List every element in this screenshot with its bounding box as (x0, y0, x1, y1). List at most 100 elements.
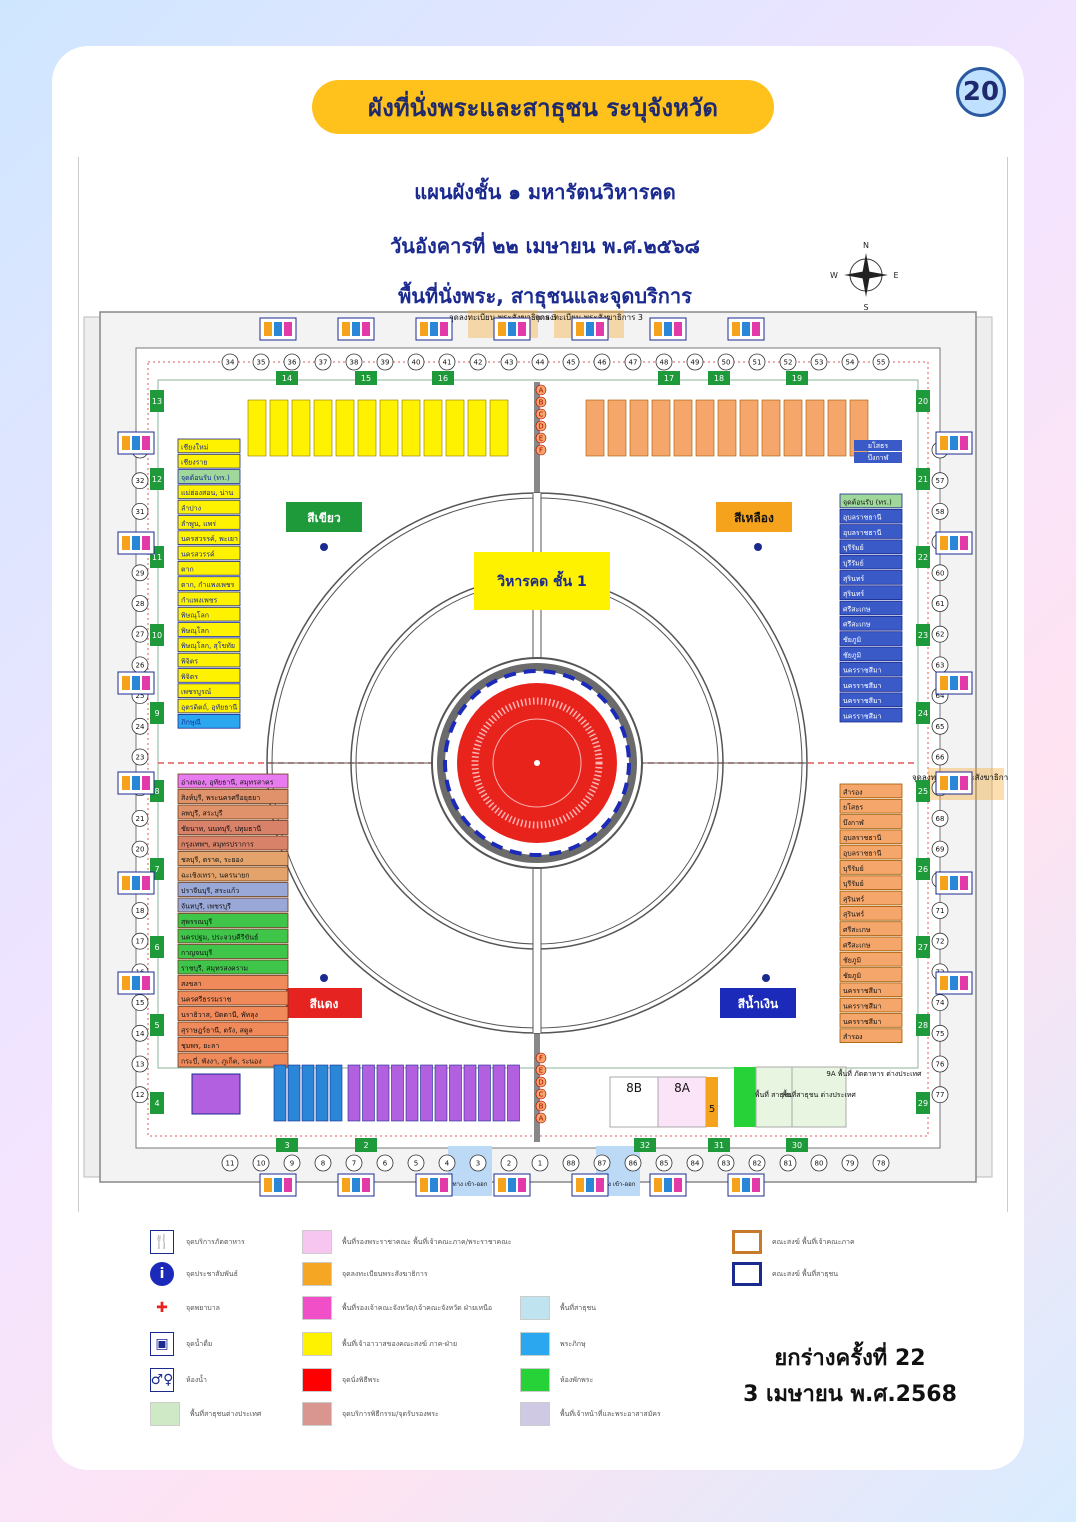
section-tag (150, 1014, 164, 1036)
legend-swatch (150, 1402, 180, 1426)
seat-column (717, 399, 737, 457)
province-seat-label: นครราชสีมา (843, 987, 882, 995)
legend-label: พื้นที่เจ้าหน้าที่และพระอาสาสมัคร (560, 1409, 661, 1418)
restroom-icon (493, 317, 531, 341)
row-letter: F (539, 1055, 543, 1063)
province-seat (839, 493, 903, 509)
block-8a-label: 8A (674, 1081, 691, 1095)
section-tag (276, 1138, 298, 1152)
gate-number-label: 15 (136, 999, 145, 1007)
province-seat-label: สุรินทร์ (843, 895, 864, 903)
seat-column (489, 399, 509, 457)
gate-number-label: 87 (598, 1160, 607, 1168)
legend-swatch (732, 1262, 762, 1286)
gate-number (655, 353, 673, 371)
gate-number (779, 1154, 797, 1172)
restroom-icon (649, 317, 687, 341)
legend-swatch (302, 1262, 332, 1286)
row-letter: C (539, 411, 544, 419)
gate-number (131, 994, 149, 1011)
gate-number-label: 2 (507, 1160, 511, 1168)
province-seat-label: ภิกษุณี (181, 719, 201, 727)
restroom-icon (571, 1173, 609, 1197)
restroom-icon (935, 531, 973, 555)
compass-e: E (893, 271, 898, 280)
seat-column (247, 399, 267, 457)
page-number-text: 20 (962, 77, 1000, 107)
svg-text:สีน้ำเงิน: สีน้ำเงิน (738, 994, 779, 1011)
legend-label: จุดบริการพิธีกรรม/จุดรับรองพระ (342, 1409, 439, 1418)
gate-number-label: 60 (936, 569, 945, 577)
section-tag (916, 702, 930, 724)
province-seat (177, 820, 289, 835)
province-seat-label: กระบี่, พังงา, ภูเก็ต, ระนอง (181, 1057, 262, 1066)
draft-line-1: ยกร่างครั้งที่ 22 (774, 1346, 926, 1371)
province-seat-label: อุตรดิตถ์, อุทัยธานี (181, 703, 237, 711)
zone-center-label: วิหารคด ชั้น 1 (474, 552, 610, 610)
province-seat (177, 789, 289, 804)
province-seat-label: อ่างทอง, อุทัยธานี, สมุทรสาคร (181, 779, 274, 787)
block-8a (657, 1076, 707, 1128)
province-seat-label: บุรีรัมย์ (843, 544, 864, 552)
row-letter: C (539, 1091, 544, 1099)
legend-item: ▣จุดน้ำดื่ม (150, 1332, 213, 1356)
section-tag-label: 26 (918, 865, 928, 874)
province-seat-label: ยโสธร (843, 803, 863, 812)
legend-label: พื้นที่รองพระราชาคณะ พื้นที่เจ้าคณะภาค/พ… (342, 1237, 512, 1246)
section-tag (150, 390, 164, 412)
zone-red: สีแดง (286, 988, 362, 1018)
section-tag (432, 371, 454, 385)
gate-number (131, 595, 149, 612)
block-5-label: 5 (709, 1104, 715, 1115)
section-tag (355, 371, 377, 385)
province-seat-label: นครราชสีมา (843, 697, 882, 705)
province-seat (839, 570, 903, 585)
province-seat-label: ชลบุรี, ตราด, ระยอง (181, 856, 243, 864)
seat-column (423, 399, 443, 457)
gate-left[interactable]: ทาง เข้า-ออก (448, 1146, 492, 1196)
restroom-icon (117, 771, 155, 795)
province-seat (839, 844, 903, 860)
gate-number-label: 79 (846, 1160, 855, 1168)
restroom-icon (493, 1173, 531, 1197)
gate-number-label: 78 (877, 1160, 886, 1168)
gate-number-label: 29 (136, 569, 145, 577)
gate-number-label: 55 (877, 359, 886, 367)
gate-number-label: 25 (136, 692, 145, 700)
compass-w: W (830, 271, 838, 280)
province-seat-label: ฉะเชิงเทรา, นครนายก (181, 872, 250, 880)
seat-column (315, 1064, 329, 1122)
gate-number-label: 9 (290, 1160, 294, 1168)
legend-label: พื้นที่สาธุชนต่างประเทศ (190, 1409, 262, 1418)
gate-number (376, 1154, 394, 1172)
seat-block (191, 1073, 241, 1115)
section-tag-label: 18 (714, 374, 724, 383)
legend-swatch (302, 1296, 332, 1320)
gate-number-label: 3 (476, 1160, 480, 1168)
legend-item: ห้องพักพระ (520, 1368, 593, 1392)
gate-number (221, 1154, 239, 1172)
seat-column (273, 1064, 287, 1122)
province-seat-label: ปราจีนบุรี, สระแก้ว (181, 887, 239, 895)
province-seat: บึงกาฬ (868, 453, 889, 462)
province-seat (177, 882, 289, 897)
gate-number-label: 61 (936, 600, 945, 608)
province-seat (177, 897, 289, 913)
province-seat (177, 773, 289, 789)
province-seat (177, 1037, 289, 1052)
province-seat-label: นราธิวาส, ปัตตานี, พัทลุง (181, 1011, 258, 1019)
restroom-icon (935, 431, 973, 455)
zone-blue: สีน้ำเงิน (720, 988, 796, 1018)
block-area-2 (791, 1066, 847, 1128)
gate-number (748, 1154, 766, 1172)
province-seat (839, 585, 903, 600)
province-seat (839, 936, 903, 952)
gate-number (841, 1154, 859, 1172)
row-letter: B (539, 1103, 544, 1111)
gate-number (131, 810, 149, 827)
restroom-icon (649, 1173, 687, 1197)
gate-number-label: 51 (753, 359, 762, 367)
gate-number (931, 810, 949, 827)
gate-number (872, 1154, 890, 1172)
province-seat (177, 990, 289, 1006)
